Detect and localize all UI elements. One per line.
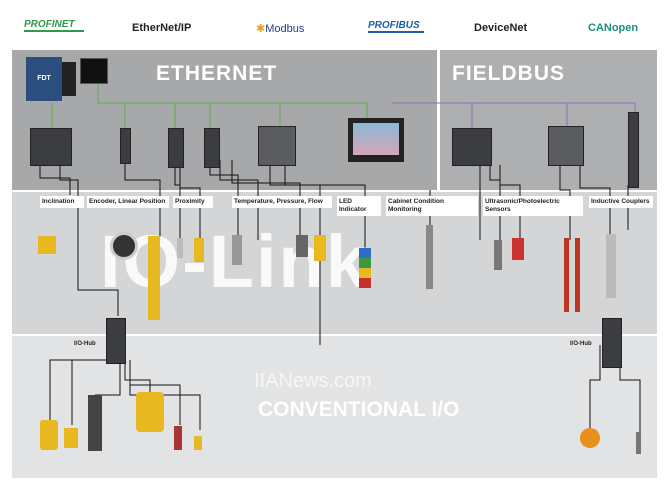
hmi-screen bbox=[353, 123, 399, 155]
profibus-logo: PROFIBUS bbox=[368, 20, 424, 33]
light-grid-sensor bbox=[564, 238, 569, 312]
ethernet-network-lines bbox=[51, 84, 368, 128]
devicenet-logo: DeviceNet bbox=[474, 22, 528, 34]
conventional-sensor-slim bbox=[636, 432, 641, 454]
conventional-sensor-small bbox=[194, 436, 202, 450]
iolink-master-2 bbox=[204, 128, 220, 168]
ethernet-io-module-slim bbox=[120, 128, 131, 164]
canopen-logo: CANopen bbox=[588, 22, 639, 34]
encoder-sensor bbox=[110, 232, 138, 260]
pc-computer-icon bbox=[62, 62, 76, 96]
fieldbus-gateway bbox=[548, 126, 584, 166]
fdt-badge: FDT bbox=[26, 57, 62, 101]
monitor-icon bbox=[80, 58, 108, 84]
proximity-sensor-2 bbox=[194, 238, 204, 262]
ethernet-gateway bbox=[258, 126, 296, 166]
fieldbus-slim-module bbox=[628, 112, 639, 188]
ethernet-ip-logo: EtherNet/IP bbox=[132, 22, 192, 34]
site-watermark: IIANews.com bbox=[254, 370, 372, 392]
fieldbus-io-master bbox=[452, 128, 492, 166]
label-inclination: Inclination bbox=[40, 196, 84, 208]
profinet-logo: PROFINET bbox=[24, 20, 84, 32]
conventional-sensor-1 bbox=[40, 420, 58, 450]
ethernet-io-master bbox=[30, 128, 72, 166]
cabinet-monitoring-sensor bbox=[426, 225, 433, 289]
label-encoder: Encoder, Linear Position bbox=[87, 196, 169, 208]
fieldbus-network-lines bbox=[392, 102, 636, 128]
hmi-panel bbox=[348, 118, 404, 162]
label-cabinet-monitoring: Cabinet Condition Monitoring bbox=[386, 196, 478, 216]
fieldbus-panel bbox=[440, 50, 657, 190]
io-hub-right bbox=[602, 318, 622, 368]
photoelectric-sensor bbox=[512, 238, 524, 260]
light-grid-sensor-2 bbox=[575, 238, 580, 312]
io-hub-label-right: I/O-Hub bbox=[570, 341, 592, 347]
io-hub-left bbox=[106, 318, 126, 364]
safety-switch bbox=[88, 395, 102, 451]
modbus-logo: ✱Modbus bbox=[256, 22, 304, 35]
proximity-sensor-1 bbox=[177, 238, 183, 258]
valve-position-sensor bbox=[136, 392, 164, 432]
inclination-sensor bbox=[38, 236, 56, 254]
linear-position-sensor bbox=[148, 236, 160, 320]
label-temperature: Temperature, Pressure, Flow bbox=[232, 196, 332, 208]
modbus-star-icon: ✱ bbox=[256, 23, 266, 35]
label-proximity: Proximity bbox=[173, 196, 213, 208]
label-ultrasonic: Ultrasonic/Photoelectric Sensors bbox=[483, 196, 583, 216]
ultrasonic-sensor bbox=[494, 240, 502, 270]
ethernet-title: ETHERNET bbox=[156, 62, 278, 85]
led-indicator-tower bbox=[359, 248, 371, 288]
iolink-master-1 bbox=[168, 128, 184, 168]
conventional-sensor-red bbox=[174, 426, 182, 450]
inductive-coupler bbox=[606, 234, 616, 298]
inductive-sensor-round bbox=[580, 428, 600, 448]
conventional-sensor-2 bbox=[64, 428, 78, 448]
flow-sensor bbox=[314, 235, 326, 261]
modbus-text: Modbus bbox=[265, 23, 305, 35]
io-hub-label-left: I/O-Hub bbox=[74, 341, 96, 347]
label-inductive-couplers: Inductive Couplers bbox=[589, 196, 653, 208]
conventional-io-title: CONVENTIONAL I/O bbox=[258, 398, 460, 421]
pressure-sensor bbox=[296, 235, 308, 257]
fieldbus-title: FIELDBUS bbox=[452, 62, 565, 85]
temperature-sensor bbox=[232, 235, 242, 265]
label-led-indicator: LED Indicator bbox=[337, 196, 381, 216]
